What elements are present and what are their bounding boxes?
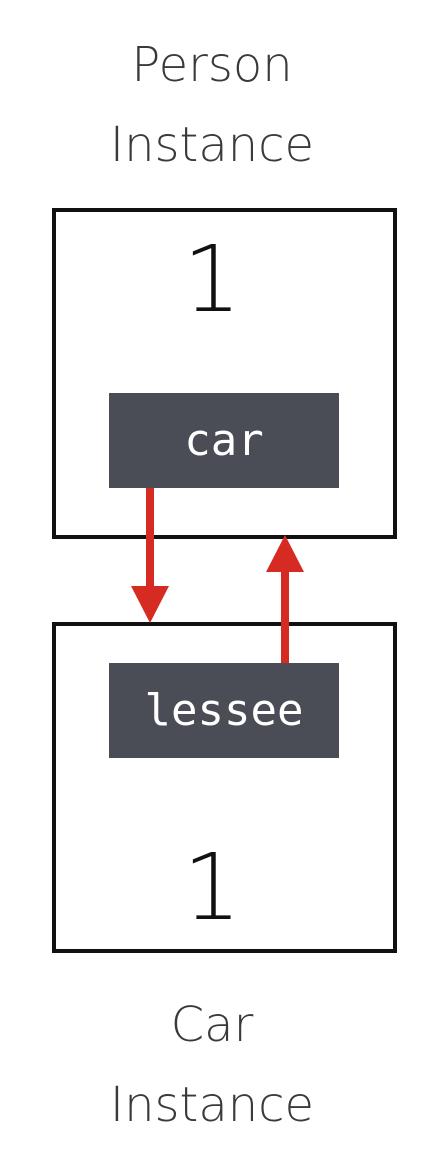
person-instance-label-line1: Person (131, 37, 293, 93)
car-field-label: car (109, 393, 339, 488)
lessee-field-label: lessee (109, 663, 339, 758)
person-count: 1 (182, 226, 242, 333)
person-instance-label-line2: Instance (109, 117, 315, 173)
car-instance-label-line2: Instance (109, 1077, 315, 1133)
car-instance-label-line1: Car (170, 997, 254, 1053)
car-count: 1 (182, 834, 242, 941)
